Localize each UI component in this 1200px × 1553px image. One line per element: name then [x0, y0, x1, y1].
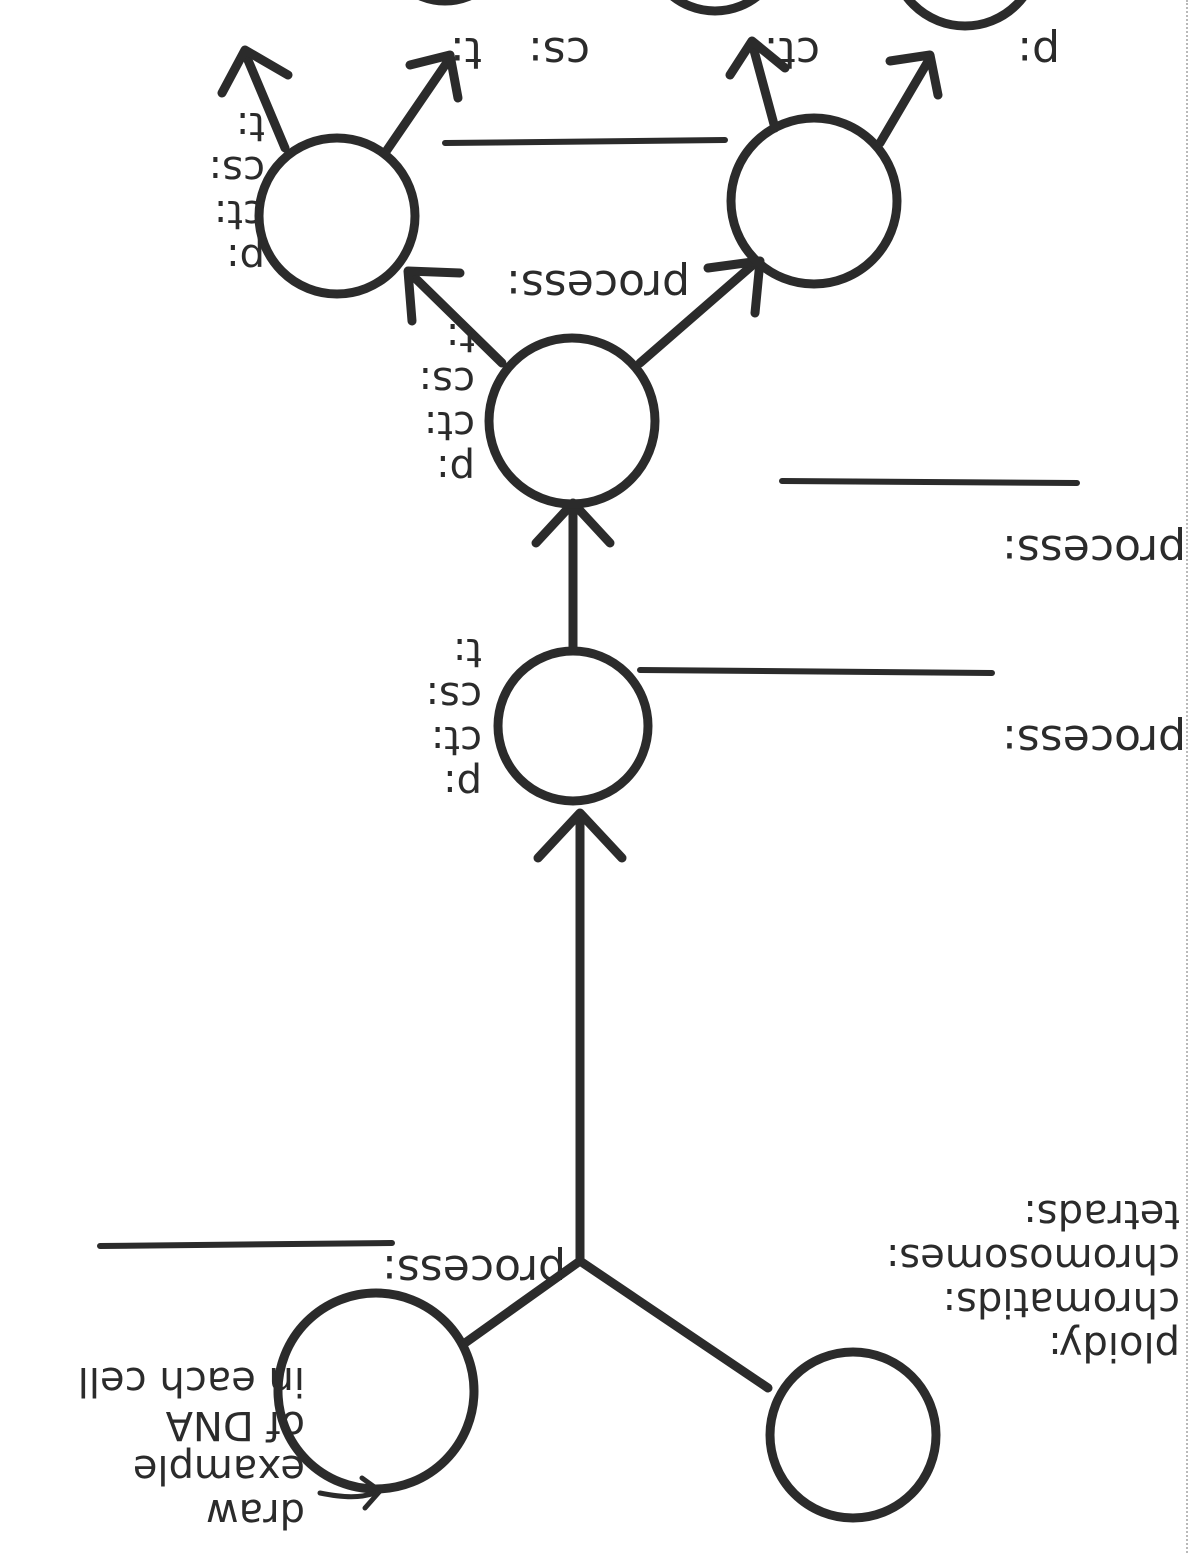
cell-labels-stage-3: p: ct: cs: t:: [208, 103, 265, 281]
label-ct: ct:: [430, 717, 482, 763]
label-t: t:: [452, 629, 482, 675]
label-ct: ct:: [213, 191, 265, 237]
label-t: t:: [235, 103, 265, 149]
process-label-4: process:: [506, 260, 690, 311]
label-cs: cs:: [425, 673, 482, 719]
arrow-4-d-shaft: [747, 38, 780, 133]
cell-labels-stage-2: p: ct: cs: t:: [418, 314, 475, 492]
legend-block: ploidy: chromatids: chromosomes: tetrads…: [885, 1191, 1180, 1369]
gamete-label-ct: ct:: [763, 27, 820, 78]
note-pointer-arrow: [317, 1490, 378, 1500]
gamete-label-t: t:: [449, 27, 482, 78]
cell-stage-3-right: [254, 133, 420, 299]
answer-line-process-1: [97, 1240, 395, 1249]
legend-ploidy: ploidy:: [1048, 1323, 1180, 1369]
gamete-cell-2: [377, 0, 513, 6]
gamete-cell-4: [887, 0, 1043, 31]
fusion-line-right: [460, 1256, 585, 1348]
label-t: t:: [445, 314, 475, 360]
cell-stage-2: [484, 333, 660, 509]
arrow-4-b-head: [217, 45, 293, 98]
fusion-line-left: [575, 1256, 773, 1393]
parent-cell-left: [765, 1347, 941, 1523]
arrow-4-a-head: [405, 50, 463, 103]
answer-line-process-4: [442, 137, 728, 146]
process-label-2: process:: [1002, 715, 1186, 766]
arrow-3-right-head: [403, 266, 465, 326]
note-line-3: of DNA: [165, 1402, 305, 1448]
note-line-4: in each cell: [77, 1358, 305, 1404]
note-pointer-arrow-head: [359, 1475, 384, 1511]
label-cs: cs:: [418, 358, 475, 404]
cell-labels-stage-1: p: ct: cs: t:: [425, 629, 482, 807]
cell-stage-1: [493, 646, 653, 806]
note-line-1: draw: [205, 1490, 305, 1536]
gamete-cell-3: [642, 0, 788, 16]
draw-note: draw example of DNA in each cell: [77, 1358, 305, 1536]
arrow-1-head: [533, 808, 627, 863]
answer-line-process-2: [637, 667, 995, 676]
label-p: p:: [443, 761, 482, 807]
arrow-3-right-shaft: [405, 268, 507, 368]
gamete-label-cs: cs:: [528, 27, 590, 78]
label-ct: ct:: [423, 402, 475, 448]
legend-chromosomes: chromosomes:: [885, 1235, 1180, 1281]
arrow-4-c-shaft: [875, 53, 935, 148]
arrow-4-a-shaft: [380, 53, 455, 158]
gamete-label-p: p:: [1017, 27, 1060, 78]
legend-tetrads: tetrads:: [1023, 1191, 1180, 1237]
parent-cell-right: [273, 1288, 479, 1494]
arrow-3-left-shaft: [635, 258, 760, 368]
legend-chromatids: chromatids:: [942, 1279, 1180, 1325]
process-label-1: process:: [382, 1245, 566, 1296]
arrow-4-b-shaft: [240, 48, 290, 153]
label-p: p:: [436, 446, 475, 492]
label-cs: cs:: [208, 147, 265, 193]
arrow-4-d-head: [725, 36, 790, 80]
cell-stage-3-left: [726, 113, 902, 289]
answer-line-process-3: [779, 478, 1080, 486]
note-line-2: example: [132, 1446, 305, 1492]
scan-edge: [1186, 0, 1200, 1553]
arrow-4-c-head: [885, 50, 943, 100]
process-label-3: process:: [1002, 525, 1186, 576]
label-p: p:: [226, 235, 265, 281]
